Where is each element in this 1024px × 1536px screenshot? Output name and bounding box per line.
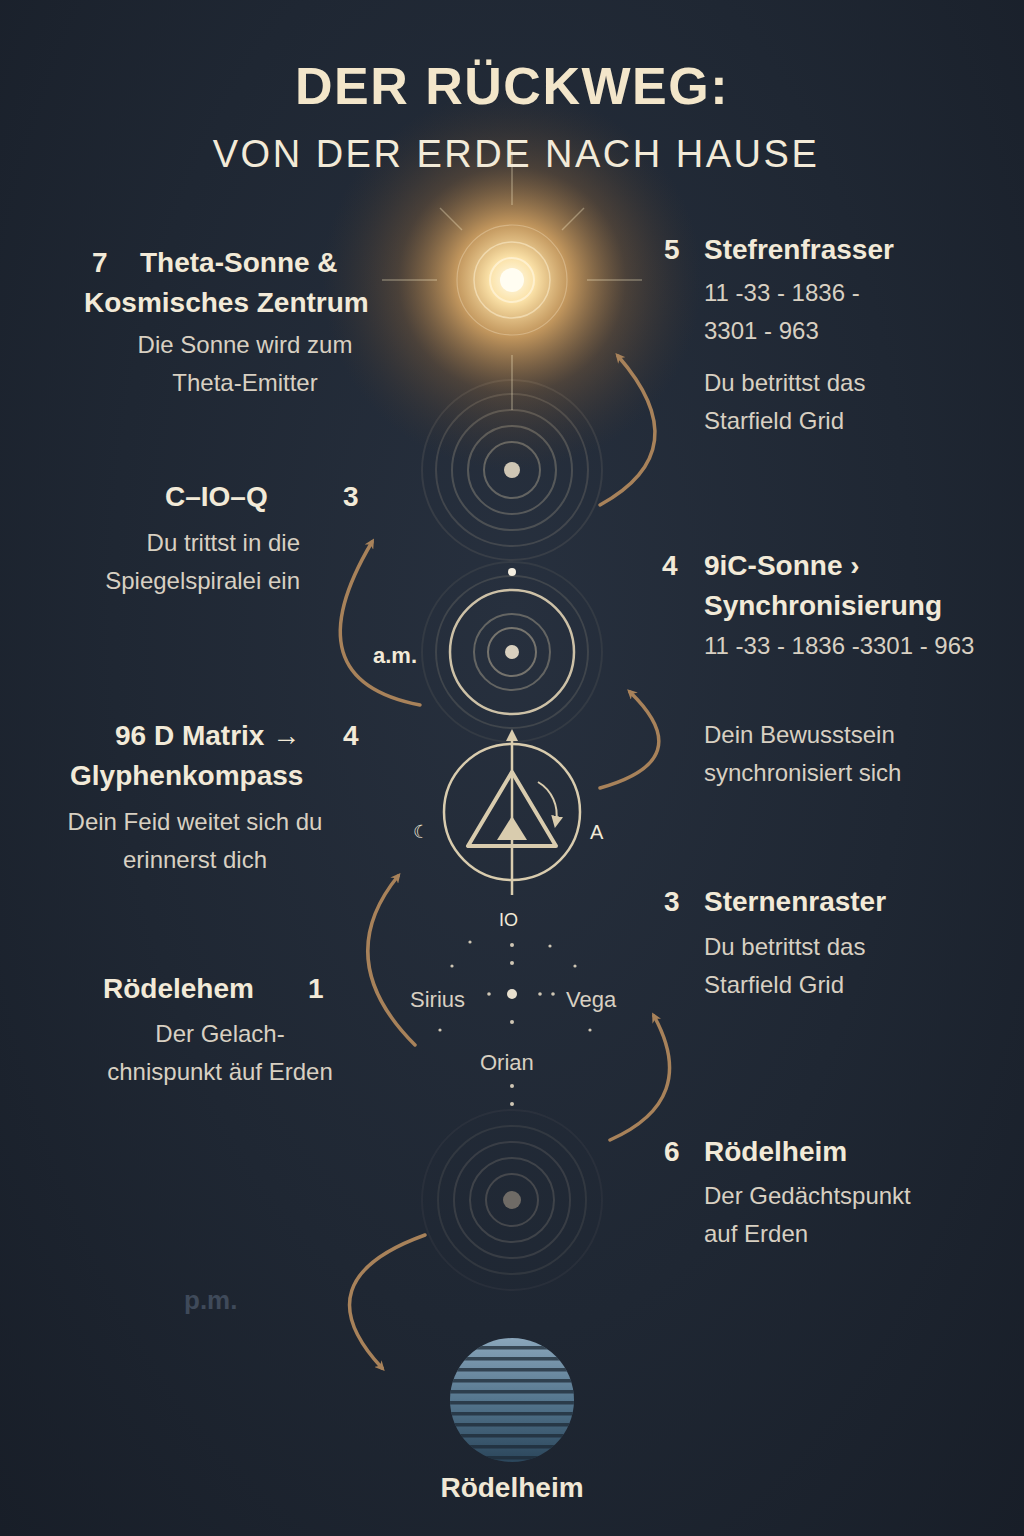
step-heading: 1 [308,969,324,1009]
step-heading: 7 [92,243,108,283]
step-text: A [590,816,603,848]
step-heading: 3 [664,882,680,922]
step-text: Dein Feid weitet sich du erinnerst dich [65,803,325,879]
step-heading: 4 [343,716,359,756]
earth-node: Rödelheim [433,1336,591,1504]
step-text: Orian [480,1045,534,1080]
step-heading: Rödelehem [103,969,254,1009]
ring-group [422,1110,602,1290]
ring-group [422,562,602,742]
ring-group [422,380,602,560]
step-heading: 5 [664,230,680,270]
step-heading: p.m. [184,1282,237,1319]
sun-rays [382,150,642,410]
star-dots [438,940,591,1106]
step-text: Der Gelach- chnispunkt äuf Erden [95,1015,345,1091]
step-heading: 96 D Matrix → [115,716,300,756]
step-text: Sirius [410,982,465,1017]
step-heading: Stefrenfrasser [704,230,894,270]
step-heading: 9iC-Sonne › Synchronisierung [704,546,994,626]
ring-dot [505,645,519,659]
step-text: IO [499,906,518,935]
step-text: 11 -33 - 1836 - 3301 - 963 [704,274,914,350]
step-text: Du betrittst das Starfield Grid [704,928,954,1004]
step-heading: 6 [664,1132,680,1172]
step-heading: Glyphenkompass [70,756,303,796]
step-heading: C–IO–Q [165,477,268,517]
step-text: 11 -33 - 1836 -3301 - 963 [704,627,989,665]
sun-core [500,268,524,292]
step-heading: Sternenraster [704,882,886,922]
flow-arrows [340,356,669,1368]
earth-globe [448,1336,576,1464]
step-text: Du betrittst das Starfield Grid [704,364,954,440]
step-heading: Theta-Sonne & Kosmisches Zentrum [84,243,414,323]
step-heading: a.m. [373,640,417,671]
step-text: Die Sonne wird zum Theta-Emitter [125,326,365,402]
sun-rings [457,225,567,335]
node-label: Rödelheim [433,1472,591,1504]
step-text: Du trittst in die Spiegelspiralei ein [60,524,300,600]
step-heading: 4 [662,546,678,586]
compass-inner [497,816,527,840]
step-text: Dein Bewusstsein synchronisiert sich [704,716,964,792]
ring-dot [504,462,520,478]
step-text: Der Gedächtspunkt auf Erden [704,1177,944,1253]
globe-stripes [448,1346,576,1460]
ring-dot [503,1191,521,1209]
globe-fill [450,1338,574,1462]
subtitle: VON DER ERDE NACH HAUSE [4,124,1024,185]
compass-triangle [468,772,556,846]
step-text: ☾ [413,818,429,847]
title: DER RÜCKWEG: [0,56,1024,116]
step-text: Vega [566,982,616,1017]
step-heading: 3 [343,477,359,517]
compass-arc [538,782,557,822]
compass-axis [511,735,514,895]
small-dot [508,568,516,576]
step-heading: Rödelheim [704,1132,847,1172]
